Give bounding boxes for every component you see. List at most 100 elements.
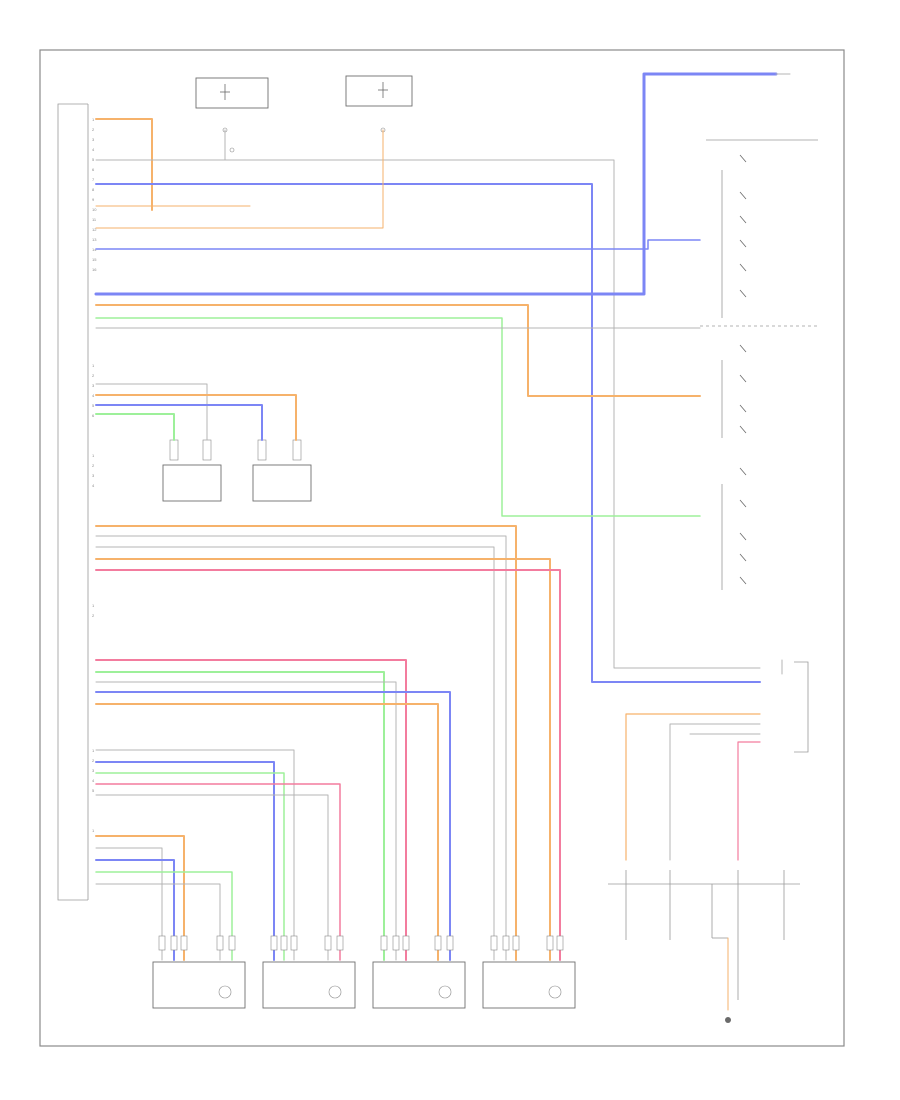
svg-text:7: 7: [92, 177, 95, 182]
wire-blue-8: [94, 72, 778, 296]
connector-pin-8: [290, 935, 298, 951]
wire-green-22: [95, 671, 385, 961]
svg-text:2: 2: [92, 463, 95, 468]
connector-pin-13: [402, 935, 410, 951]
svg-text:15: 15: [92, 257, 97, 262]
svg-text:5: 5: [92, 157, 95, 162]
svg-text:11: 11: [92, 217, 97, 222]
wire-pink-39: [737, 741, 761, 861]
connector-pin-12: [392, 935, 400, 951]
wire-gray-35: [95, 883, 221, 961]
wire-green-15: [95, 413, 175, 441]
svg-text:9: 9: [92, 197, 95, 202]
connector-pin-3: [180, 935, 188, 951]
wire-gray-12: [95, 383, 208, 441]
svg-text:10: 10: [92, 207, 97, 212]
switch-module-middle: [721, 344, 747, 438]
wire-gray-37: [669, 723, 761, 861]
wire-orange-36: [625, 713, 761, 861]
svg-text:3: 3: [92, 473, 95, 478]
svg-text:8: 8: [92, 187, 95, 192]
right-connector-module: [794, 661, 809, 753]
wire-orange-25: [95, 703, 439, 961]
diagram-border: [39, 49, 845, 1047]
wire-green-10: [95, 317, 701, 517]
connector-pin-15: [446, 935, 454, 951]
switch-module-upper: [700, 139, 818, 327]
wire-green-34: [95, 871, 233, 961]
svg-text:4: 4: [92, 778, 95, 783]
connector-pin-7: [280, 935, 288, 951]
svg-text:3: 3: [92, 137, 95, 142]
wire-orange-5: [95, 129, 384, 229]
svg-text:1: 1: [92, 828, 95, 833]
svg-text:14: 14: [92, 247, 97, 252]
wire-blue-24: [95, 691, 451, 961]
connector-pin-17: [502, 935, 510, 951]
wire-gray-18: [95, 546, 495, 961]
wire-gray-17: [95, 535, 507, 961]
wire-orange-1: [95, 118, 153, 211]
wire-blue-3: [95, 183, 761, 683]
sensor-left: [162, 439, 222, 502]
connector-pin-5: [228, 935, 236, 951]
motor-1: [152, 961, 246, 1009]
wire-blue-33: [95, 859, 175, 961]
svg-text:1: 1: [92, 117, 95, 122]
connector-pin-11: [380, 935, 388, 951]
svg-text:2: 2: [92, 758, 95, 763]
motor-2: [262, 961, 356, 1009]
svg-text:12: 12: [92, 227, 97, 232]
wire-orange-9: [95, 304, 701, 397]
svg-text:6: 6: [92, 167, 95, 172]
connector-pin-19: [546, 935, 554, 951]
svg-text:5: 5: [92, 403, 95, 408]
motor-3: [372, 961, 466, 1009]
svg-text:13: 13: [92, 237, 97, 242]
svg-text:4: 4: [92, 147, 95, 152]
svg-text:1: 1: [92, 363, 95, 368]
wire-orange-16: [95, 525, 517, 961]
svg-text:3: 3: [92, 383, 95, 388]
connector-pin-2: [170, 935, 178, 951]
svg-text:4: 4: [92, 483, 95, 488]
wire-pink-20: [95, 569, 561, 961]
svg-text:2: 2: [92, 373, 95, 378]
wire-gray-32: [95, 847, 163, 961]
svg-text:4: 4: [92, 393, 95, 398]
wire-connector-pins: [158, 935, 564, 951]
svg-text:2: 2: [92, 127, 95, 132]
svg-text:1: 1: [92, 748, 95, 753]
svg-text:3: 3: [92, 768, 95, 773]
wire-gray-26: [95, 749, 295, 961]
wire-blue-14: [95, 404, 263, 441]
ground-point: [725, 1017, 731, 1023]
connector-pin-1: [158, 935, 166, 951]
connector-pin-4: [216, 935, 224, 951]
svg-text:1: 1: [92, 603, 95, 608]
connector-pin-16: [490, 935, 498, 951]
ground-splice: [608, 870, 800, 1023]
wire-harness: [94, 72, 791, 1011]
wire-gray-2: [95, 159, 761, 669]
fuse-box-right: [345, 75, 413, 133]
svg-text:2: 2: [92, 613, 95, 618]
wire-pink-29: [95, 783, 341, 961]
wire-green-28: [95, 772, 285, 961]
connector-pin-6: [270, 935, 278, 951]
connector-pin-14: [434, 935, 442, 951]
connector-pin-10: [336, 935, 344, 951]
wire-orange-19: [95, 558, 551, 961]
wire-gray-30: [95, 794, 329, 961]
connector-pin-18: [512, 935, 520, 951]
wire-pink-21: [95, 659, 407, 961]
wire-orange-31: [95, 835, 185, 961]
sensor-right: [252, 439, 312, 502]
svg-text:16: 16: [92, 267, 97, 272]
connector-pin-20: [556, 935, 564, 951]
wire-gray-23: [95, 681, 397, 961]
fuse-box-left: [195, 77, 269, 153]
svg-text:5: 5: [92, 788, 95, 793]
wire-blue-6: [95, 239, 701, 250]
